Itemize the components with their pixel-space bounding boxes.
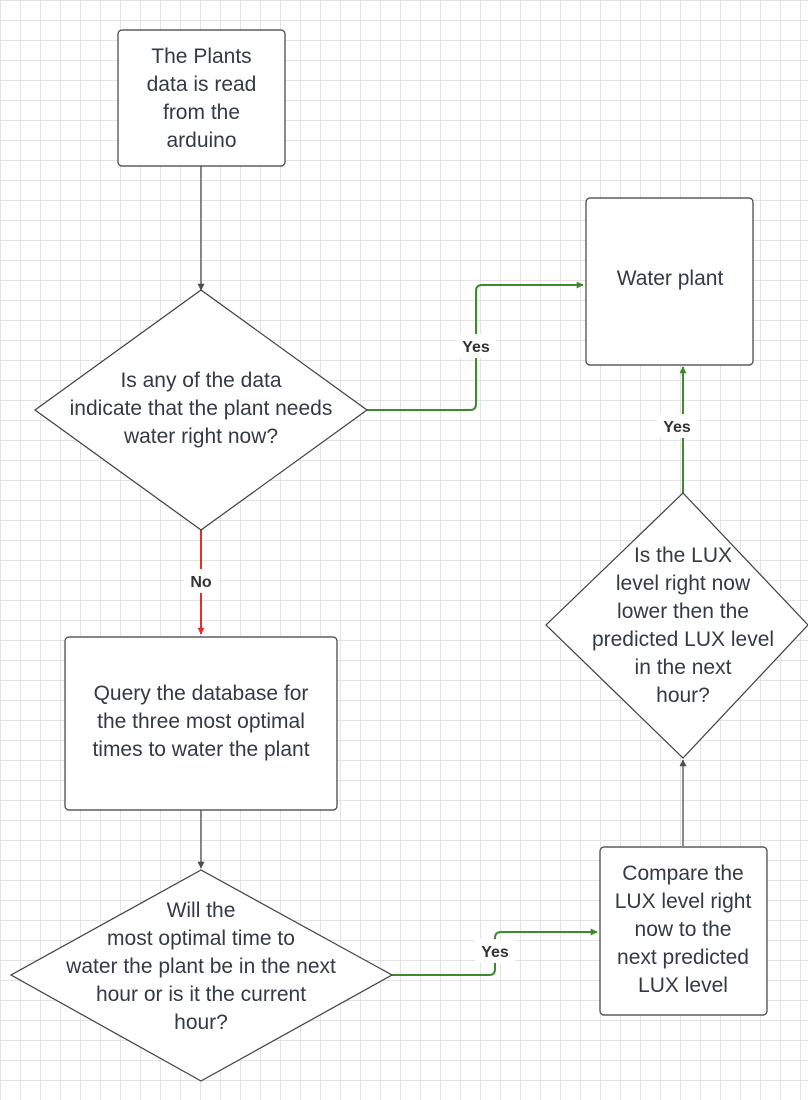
compare-lux-line: next predicted [617, 946, 749, 969]
process-query-database[interactable]: Query the database for the three most opt… [64, 636, 338, 811]
decision-needs-water[interactable]: Is any of the data indicate that the plan… [33, 289, 369, 531]
read-data-line: data is read [147, 73, 257, 96]
compare-lux-line: now to the [635, 918, 732, 941]
query-database-line: times to water the plant [92, 738, 309, 761]
optimal-time-decision-line: hour? [174, 1011, 228, 1034]
needs-water-decision-line: water right now? [123, 425, 278, 448]
compare-lux-line: Compare the [622, 862, 743, 885]
decision-needs-water-label: Is any of the data indicate that the plan… [70, 369, 333, 448]
edge-label-lux-lower-yes: Yes [657, 414, 697, 438]
svg-text:Yes: Yes [663, 419, 691, 436]
optimal-time-decision-line: water the plant be in the next [65, 955, 336, 978]
read-data-line: from the [163, 101, 240, 124]
compare-lux-line: LUX level [638, 974, 728, 997]
read-data-line: arduino [166, 129, 236, 152]
read-data-line: The Plants [151, 45, 251, 68]
decision-lux-lower-label: Is the LUX level right now lower then the p… [592, 544, 774, 707]
edge-label-needs-water-no: No [184, 569, 218, 593]
compare-lux-line: LUX level right [615, 890, 752, 913]
decision-optimal-time-label: Will the most optimal time to water the pl… [65, 899, 336, 1034]
process-read-data-label: The Plants data is read from the arduino [147, 45, 257, 152]
needs-water-decision-line: Is any of the data [120, 369, 281, 392]
query-database-line: Query the database for [94, 682, 309, 705]
needs-water-decision-line: indicate that the plant needs [70, 397, 333, 420]
svg-text:Yes: Yes [481, 944, 509, 961]
optimal-time-decision-line: hour or is it the current [96, 983, 306, 1006]
process-water-plant-label: Water plant [617, 267, 724, 290]
svg-text:Yes: Yes [462, 339, 490, 356]
edge-label-needs-water-yes: Yes [456, 334, 496, 358]
lux-lower-decision-line: in the next [635, 656, 732, 679]
svg-text:No: No [190, 574, 212, 591]
edge-label-optimal-time-yes: Yes [475, 939, 515, 963]
decision-lux-lower[interactable]: Is the LUX level right now lower then the p… [545, 492, 808, 759]
optimal-time-decision-line: Will the [167, 899, 236, 922]
query-database-line: the three most optimal [97, 710, 305, 733]
edge-labels: Yes No Yes Yes [184, 334, 697, 963]
process-read-data[interactable]: The Plants data is read from the arduino [117, 29, 286, 167]
lux-lower-decision-line: hour? [656, 684, 710, 707]
optimal-time-decision-line: most optimal time to [107, 927, 295, 950]
process-water-plant[interactable]: Water plant [585, 197, 754, 366]
water-plant-line: Water plant [617, 267, 724, 290]
process-query-database-label: Query the database for the three most opt… [92, 682, 309, 761]
lux-lower-decision-line: level right now [616, 572, 751, 595]
nodes: The Plants data is read from the arduino Is… [9, 29, 808, 1082]
decision-optimal-time[interactable]: Will the most optimal time to water the pl… [9, 869, 394, 1082]
lux-lower-decision-line: predicted LUX level [592, 628, 774, 651]
lux-lower-decision-line: Is the LUX [634, 544, 732, 567]
lux-lower-decision-line: lower then the [617, 600, 749, 623]
